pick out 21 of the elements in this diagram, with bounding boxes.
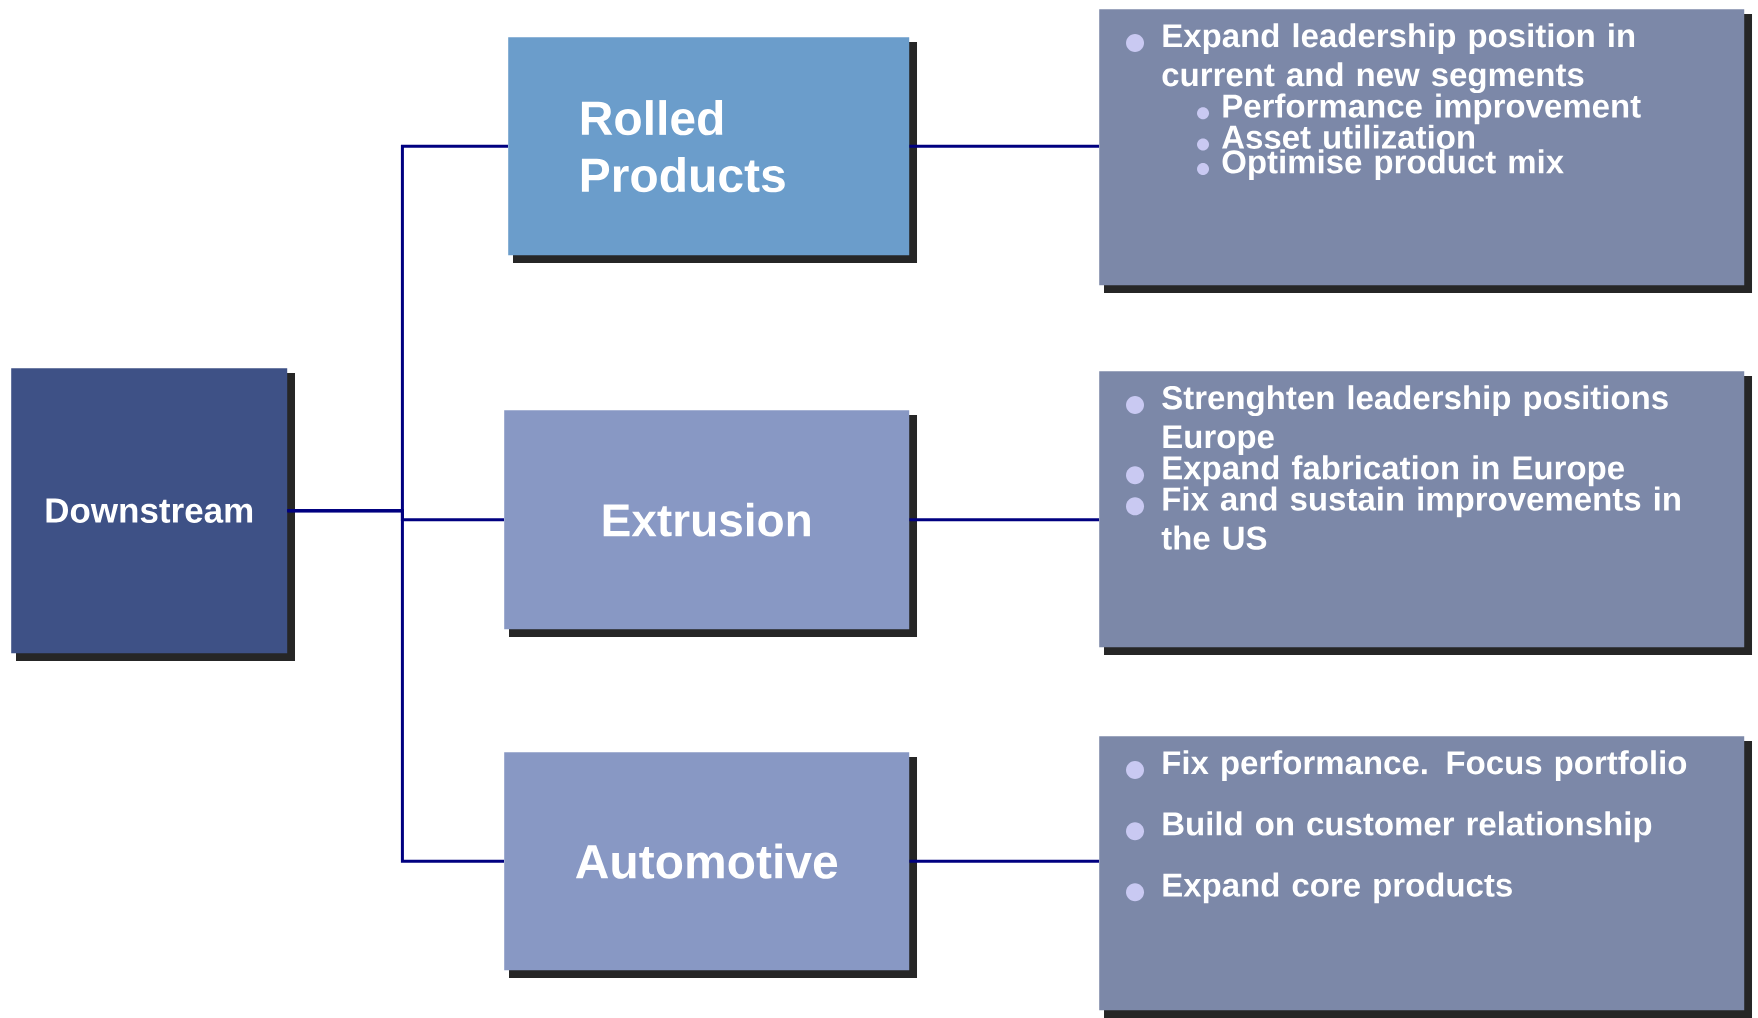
goal-box — [1099, 371, 1752, 655]
bullet-text: Optimise product mix — [1222, 149, 1564, 181]
bullet-text: Asset utilization — [1222, 124, 1475, 149]
bullet-text: Performance improvement — [1223, 93, 1641, 125]
segment-box: Rolled Products — [508, 37, 917, 263]
bullet-text: Expand leadership position in current and new segments — [1162, 23, 1635, 94]
bullet-text: Expand core products — [1163, 872, 1512, 904]
segment-box: Automotive — [504, 752, 917, 978]
bullet-text: Strenghten leadership positions Europe — [1162, 385, 1668, 455]
bullet-text: Expand fabrication in Europe — [1163, 455, 1624, 487]
goal-box — [1099, 736, 1752, 1018]
bullet-text: Build on customer relationship — [1163, 811, 1652, 843]
connector-line — [909, 859, 1099, 863]
goal-box — [1099, 9, 1752, 293]
bullet-text: Fix performance. Focus portfolio — [1163, 750, 1687, 781]
bullet-text: Fix and sustain improvements in the US — [1161, 486, 1680, 550]
segment-box: Extrusion — [504, 410, 917, 637]
connector-line — [909, 518, 1099, 522]
connector-line — [909, 144, 1099, 148]
segment-box: Downstream — [11, 368, 295, 661]
connector-line — [287, 509, 504, 863]
